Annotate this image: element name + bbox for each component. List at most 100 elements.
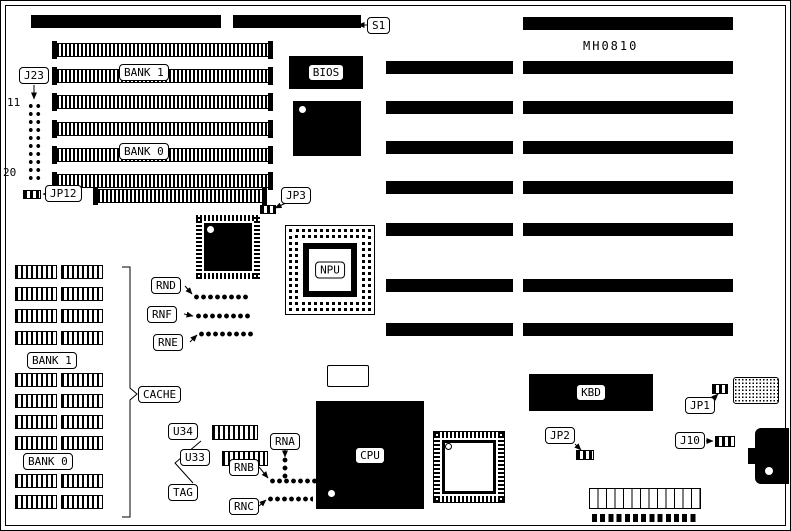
cpu-chip: CPU (316, 401, 424, 509)
part-number: MH0810 (583, 39, 639, 53)
rnf-label: RNF (147, 306, 177, 323)
rne-resistor-network (198, 329, 254, 339)
cache-chip (61, 474, 103, 488)
j23-pin20-text: 20 (3, 166, 17, 179)
simm-socket (52, 172, 273, 190)
u34-chip (212, 425, 258, 440)
simm-bank1-label: BANK 1 (119, 64, 169, 81)
jp12-label: JP12 (45, 185, 82, 202)
top-connector-left (31, 15, 221, 28)
s1-label: S1 (367, 17, 391, 34)
simm-socket (52, 93, 273, 111)
bios-label: BIOS (307, 64, 345, 81)
board-outline (5, 5, 786, 526)
cache-chip (15, 394, 57, 408)
cache-chip (15, 436, 57, 450)
qfp-support-chip (433, 431, 505, 503)
keyboard-pad (733, 377, 779, 404)
jp3-label: JP3 (281, 187, 311, 204)
isa-slot (386, 279, 513, 292)
cache-label: CACHE (138, 386, 182, 403)
jp3-jumper (260, 205, 276, 214)
cache-chip (61, 331, 103, 345)
chipset-plcc-chip (293, 101, 361, 156)
qfp-controller-chip (196, 215, 260, 279)
cache-chip (61, 394, 103, 408)
pin-header-block (589, 488, 701, 509)
rnd-label: RND (151, 277, 181, 294)
isa-slot (386, 141, 513, 154)
cache-chip (15, 415, 57, 429)
rnf-resistor-network (195, 311, 251, 321)
isa-slot (523, 141, 733, 154)
rnd-resistor-network (193, 292, 249, 302)
solder-pad-row (592, 514, 698, 522)
npu-pin-grid (295, 235, 365, 305)
cache-chip (15, 331, 57, 345)
din-opening (765, 467, 773, 475)
kbd-controller: KBD (529, 374, 653, 411)
isa-slot (523, 17, 733, 30)
npu-label: NPU (315, 261, 345, 279)
oscillator (327, 365, 369, 387)
pin1-dot (207, 226, 214, 233)
isa-slot (523, 181, 733, 194)
j23-pin-header (27, 102, 42, 182)
cache-chip (15, 265, 57, 279)
cache-chip (61, 265, 103, 279)
isa-slot (523, 101, 733, 114)
isa-slot (386, 101, 513, 114)
isa-slot (386, 323, 513, 336)
kbd-label: KBD (576, 384, 606, 401)
cache-chip (15, 474, 57, 488)
u34-label: U34 (168, 423, 198, 440)
rna-label: RNA (270, 433, 300, 450)
rnb-resistor-network (269, 476, 319, 486)
npu-pin-grid (289, 229, 371, 311)
cache-chip (61, 415, 103, 429)
cache-bank1-label: BANK 1 (27, 352, 77, 369)
cache-chip (61, 373, 103, 387)
cache-chip (15, 495, 57, 509)
cpu-label: CPU (355, 446, 385, 464)
jp12-jumper (23, 190, 41, 199)
isa-slot (386, 223, 513, 236)
j23-pin11-text: 11 (7, 96, 21, 109)
cache-chip (61, 436, 103, 450)
cache-chip (61, 287, 103, 301)
isa-slot (386, 61, 513, 74)
cache-chip (15, 309, 57, 323)
isa-slot (523, 323, 733, 336)
cache-chip (15, 373, 57, 387)
pin1-dot (328, 490, 335, 497)
bios-rom: BIOS (289, 56, 363, 89)
npu-socket: NPU (285, 225, 375, 315)
tag-label: TAG (168, 484, 198, 501)
pin1-dot (445, 443, 452, 450)
jp1-label: JP1 (685, 397, 715, 414)
isa-slot (523, 279, 733, 292)
u33-label: U33 (180, 449, 210, 466)
isa-slot (523, 223, 733, 236)
simm-socket (52, 41, 273, 59)
isa-slot (523, 61, 733, 74)
rnc-resistor-network (267, 494, 313, 504)
simm-socket (52, 120, 273, 138)
j10-jumper (715, 436, 735, 447)
rna-resistor-network (280, 456, 290, 480)
cache-chip (61, 309, 103, 323)
rnb-label: RNB (229, 459, 259, 476)
rne-label: RNE (153, 334, 183, 351)
jp2-jumper (576, 450, 594, 460)
jp2-label: JP2 (545, 427, 575, 444)
jp1-jumper (712, 384, 728, 394)
rnc-label: RNC (229, 498, 259, 515)
pin1-dot (299, 106, 306, 113)
cache-bank0-label: BANK 0 (23, 453, 73, 470)
keyboard-din-connector (755, 428, 789, 484)
j23-label: J23 (19, 67, 49, 84)
simm-socket (93, 187, 267, 205)
simm-bank0-label: BANK 0 (119, 143, 169, 160)
cache-chip (15, 287, 57, 301)
